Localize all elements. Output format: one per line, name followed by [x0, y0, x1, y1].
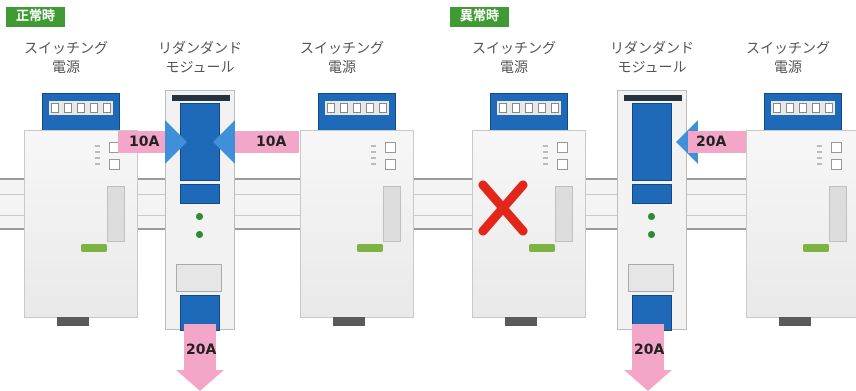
- switching-power-supply-right: [746, 130, 856, 318]
- panel-normal: 正常時 スイッチング 電源 リダンダンド モジュール スイッチング 電源: [0, 7, 428, 391]
- brand-logo-icon: [803, 244, 829, 252]
- front-window: [555, 186, 573, 242]
- merge-arrow-icon: [165, 120, 235, 164]
- status-led-icon: [196, 213, 203, 220]
- current-label-right: 10A: [256, 134, 287, 150]
- current-arrow-right: [688, 131, 746, 153]
- psu-terminal-block: [42, 93, 120, 135]
- caption-module: リダンダンド モジュール: [158, 41, 242, 76]
- current-label-left: 10A: [129, 134, 160, 150]
- adjust-knob: [831, 159, 842, 170]
- module-terminal: [180, 184, 220, 204]
- adjust-knob: [385, 142, 396, 153]
- switching-power-supply-left: [24, 130, 138, 318]
- psu-terminal-block: [318, 93, 396, 135]
- switching-power-supply-right: [300, 130, 414, 318]
- led-indicators: [817, 145, 822, 165]
- psu-foot: [57, 317, 89, 326]
- current-arrow-right: [235, 131, 299, 153]
- module-input-terminal: [632, 103, 672, 181]
- output-arrow-icon: [176, 324, 224, 391]
- front-window: [107, 186, 125, 242]
- status-led-icon: [196, 231, 203, 238]
- failure-x-icon: [478, 180, 528, 236]
- status-tag-normal: 正常時: [6, 7, 66, 27]
- current-label-right: 20A: [696, 134, 727, 150]
- psu-foot: [505, 317, 537, 326]
- adjust-knob: [557, 142, 568, 153]
- panel-fault: 異常時 スイッチング 電源 リダンダンド モジュール スイッチング 電源: [428, 0, 856, 391]
- adjust-knob: [831, 142, 842, 153]
- module-terminal: [632, 184, 672, 204]
- led-indicators: [371, 145, 376, 165]
- vent-grid: [176, 264, 222, 292]
- current-arrow-left: [118, 131, 166, 153]
- status-led-icon: [648, 213, 655, 220]
- caption-psu-right: スイッチング 電源: [300, 41, 384, 76]
- caption-psu-left: スイッチング 電源: [24, 41, 108, 76]
- status-tag-fault: 異常時: [450, 7, 510, 27]
- caption-module: リダンダンド モジュール: [610, 41, 694, 76]
- caption-psu-right: スイッチング 電源: [746, 41, 830, 76]
- brand-logo-icon: [81, 244, 107, 252]
- adjust-knob: [109, 159, 120, 170]
- vent-grid: [628, 264, 674, 292]
- front-window: [829, 186, 847, 242]
- caption-psu-left: スイッチング 電源: [472, 41, 556, 76]
- brand-logo-icon: [529, 244, 555, 252]
- psu-terminal-block: [490, 93, 568, 135]
- psu-foot: [333, 317, 365, 326]
- front-window: [383, 186, 401, 242]
- led-indicators: [95, 145, 100, 165]
- adjust-knob: [557, 159, 568, 170]
- output-arrow-icon: [624, 324, 672, 391]
- psu-terminal-block: [764, 93, 842, 135]
- output-current-label: 20A: [186, 342, 217, 358]
- redundancy-module: [617, 90, 687, 331]
- output-current-label: 20A: [634, 342, 665, 358]
- adjust-knob: [385, 159, 396, 170]
- status-led-icon: [648, 231, 655, 238]
- brand-logo-icon: [357, 244, 383, 252]
- led-indicators: [543, 145, 548, 165]
- psu-foot: [779, 317, 811, 326]
